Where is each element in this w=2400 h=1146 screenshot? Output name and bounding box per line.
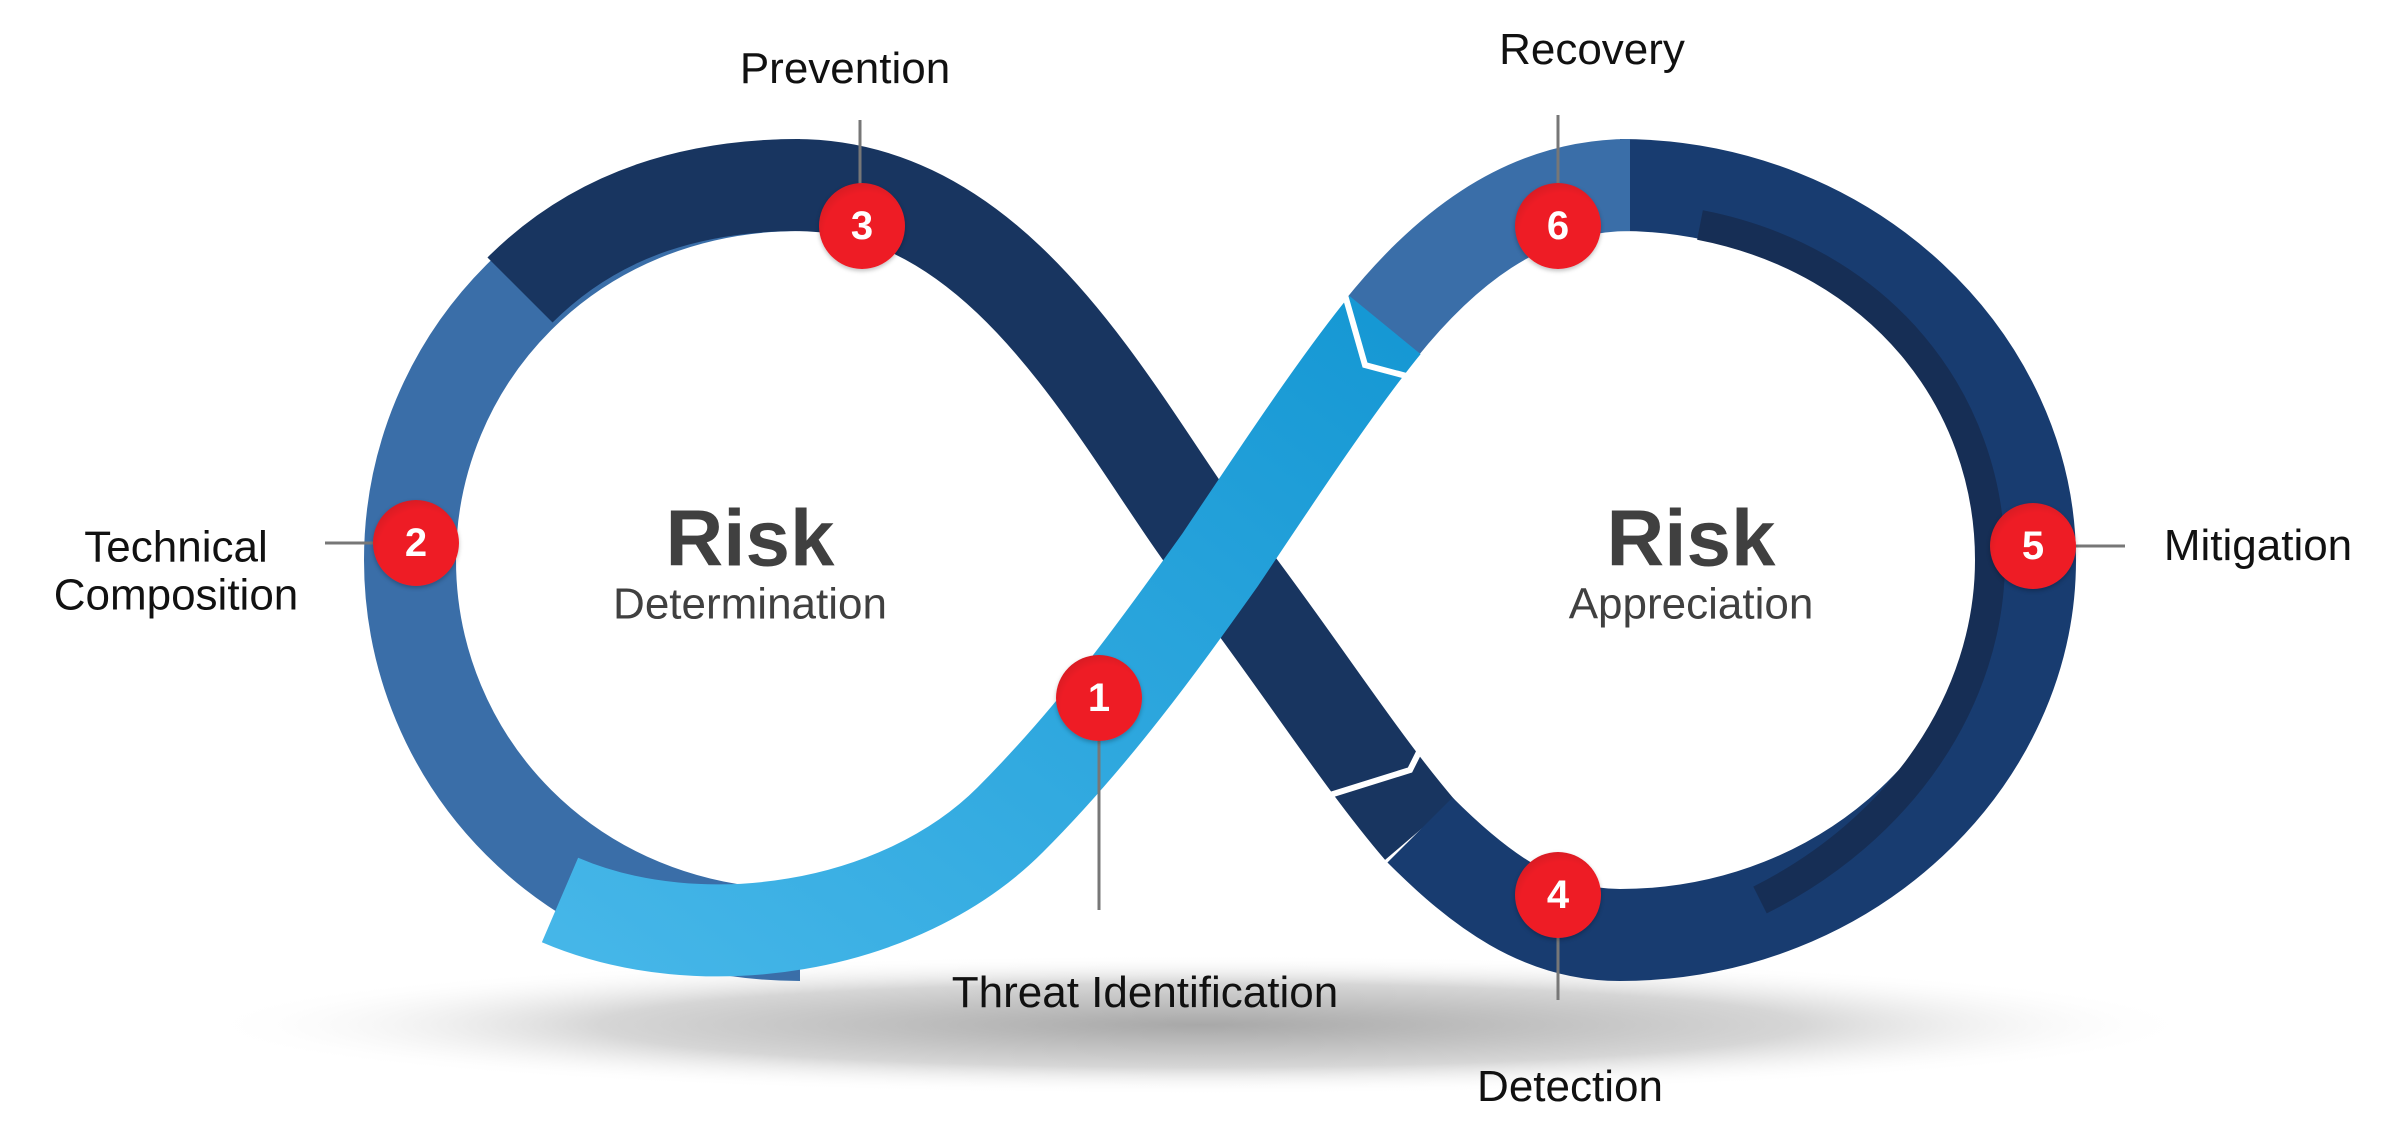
- floor-shadow: [200, 955, 2200, 1095]
- step-label-technical: Technical: [84, 522, 268, 572]
- step-label-detection: Detection: [1477, 1061, 1663, 1111]
- step-label-composition: Composition: [53, 571, 299, 620]
- risk-appreciation-label: Risk Appreciation: [1568, 493, 1814, 632]
- step-badge-1: 1: [1056, 655, 1142, 741]
- segment-divider-bottom: [1329, 708, 1443, 798]
- band-right-top: [1344, 139, 1632, 359]
- segment-divider-top: [1342, 294, 1441, 388]
- risk-determination-title: Risk: [665, 493, 835, 583]
- risk-determination-subtitle: Determination: [613, 579, 887, 629]
- step-badge-2: 2: [373, 500, 459, 586]
- band-navy-diagonal: [793, 139, 1456, 860]
- band-right-inner-shade: [1697, 210, 2006, 914]
- step-badge-4: 4: [1515, 852, 1601, 938]
- step-badge-6: 6: [1515, 183, 1601, 269]
- risk-appreciation-title: Risk: [1606, 493, 1776, 583]
- step-label-technical-composition: Technical Composition: [53, 522, 299, 621]
- step-badge-5: 5: [1990, 503, 2076, 589]
- risk-determination-label: Risk Determination: [613, 493, 887, 632]
- step-label-prevention: Prevention: [739, 43, 951, 93]
- step-label-recovery: Recovery: [1499, 24, 1685, 74]
- band-left-top-shade: [487, 139, 801, 324]
- step-label-threat-identification: Threat Identification: [951, 967, 1339, 1017]
- risk-appreciation-subtitle: Appreciation: [1568, 579, 1814, 629]
- step-badge-3: 3: [819, 183, 905, 269]
- step-label-mitigation: Mitigation: [2163, 520, 2353, 570]
